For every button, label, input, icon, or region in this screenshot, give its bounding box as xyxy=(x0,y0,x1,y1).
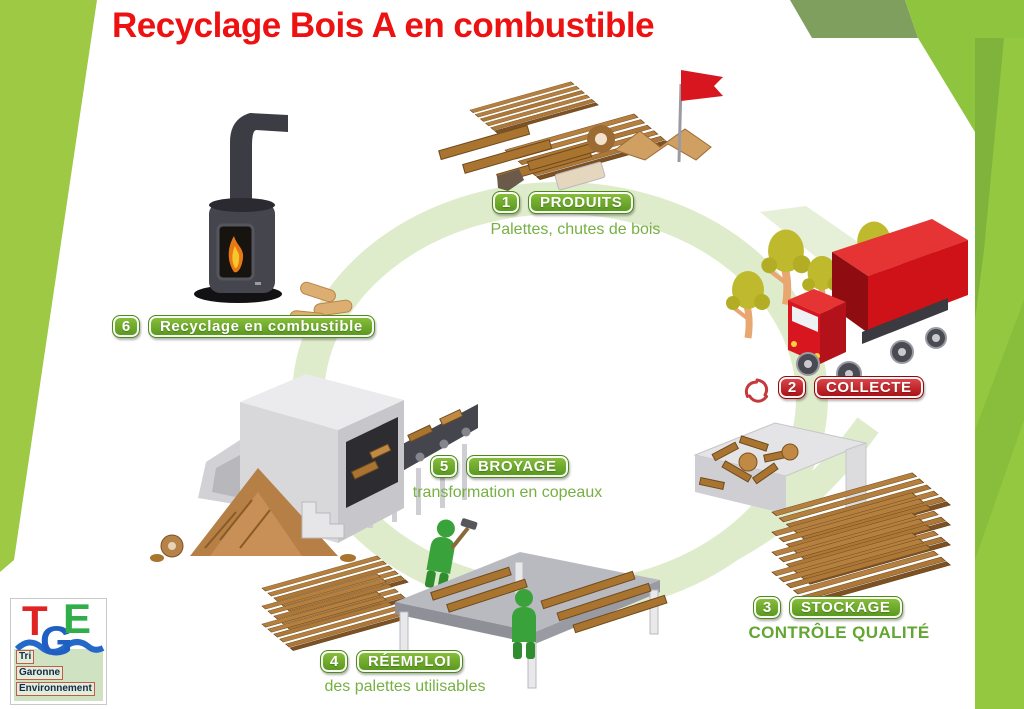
step-3-stockage: 3 STOCKAGE xyxy=(753,596,903,619)
step-5-caption: transformation en copeaux xyxy=(412,484,603,501)
logo-letter-g: G xyxy=(40,617,73,664)
step-4-label: RÉEMPLOI xyxy=(356,650,464,673)
step-4-number-badge: 4 xyxy=(320,650,348,673)
step-3-number-badge: 3 xyxy=(753,596,781,619)
step-1-label: PRODUITS xyxy=(528,191,635,214)
page-title: Recyclage Bois A en combustible xyxy=(112,6,655,45)
logo-letter-e: E xyxy=(63,595,92,642)
step-6-recyclage: 6 Recyclage en combustible xyxy=(112,315,375,338)
collection-truck-illustration xyxy=(726,219,968,387)
step-3-caption: CONTRÔLE QUALITÉ xyxy=(748,623,930,642)
stove-illustration xyxy=(194,113,353,326)
step-6-number-badge: 6 xyxy=(112,315,140,338)
step-5-label: BROYAGE xyxy=(466,455,569,478)
step-4-reemploi: 4 RÉEMPLOI xyxy=(320,650,464,673)
step-1-number-badge: 1 xyxy=(492,191,520,214)
hammer-icon xyxy=(450,518,478,550)
step-2-number-badge: 2 xyxy=(778,376,806,399)
arrow-down-icon xyxy=(497,169,524,191)
step-6-label: Recyclage en combustible xyxy=(148,315,375,338)
step-4-caption: des palettes utilisables xyxy=(324,678,486,695)
step-1-produits: 1 PRODUITS xyxy=(492,191,635,214)
step-5-number-badge: 5 xyxy=(430,455,458,478)
wave-icon xyxy=(14,639,105,655)
recycle-swirl-icon xyxy=(744,378,769,403)
logo-line-garonne: Garonne xyxy=(16,666,64,680)
logo-line-environnement: Environnement xyxy=(16,682,95,696)
tge-logo-background xyxy=(14,649,103,701)
step-1-caption: Palettes, chutes de bois xyxy=(490,221,661,238)
step-3-label: STOCKAGE xyxy=(789,596,903,619)
top-right-band xyxy=(790,0,1024,132)
logo-line-tri: Tri xyxy=(16,650,35,664)
flag-icon xyxy=(677,70,723,163)
tge-logo: T G E Tri Garonne Environnement xyxy=(10,598,107,705)
step-2-label: COLLECTE xyxy=(814,376,924,399)
wood-pile-illustration xyxy=(438,70,723,191)
right-green-band xyxy=(975,38,1024,709)
step-2-collecte: 2 COLLECTE xyxy=(778,376,924,399)
step-5-broyage: 5 BROYAGE xyxy=(430,455,569,478)
left-green-wedge xyxy=(0,0,97,572)
shredder-illustration xyxy=(150,374,478,562)
logo-letter-t: T xyxy=(22,597,48,644)
storage-illustration xyxy=(693,422,951,605)
